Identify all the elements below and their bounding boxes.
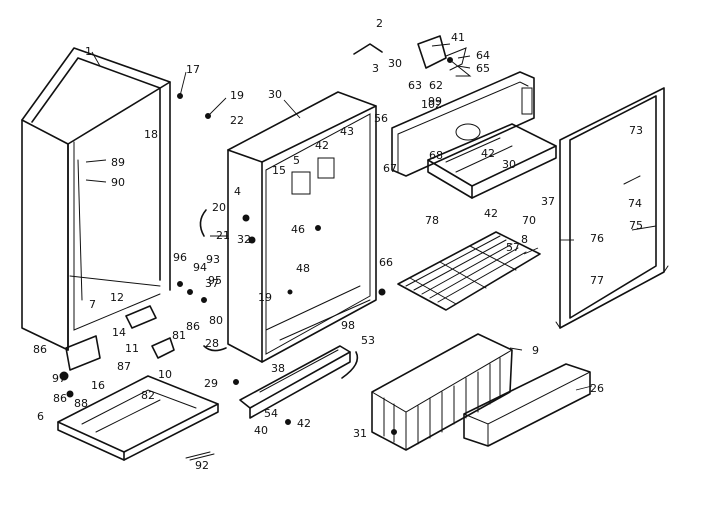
part-callout-75: 75	[629, 219, 643, 232]
top-shelf	[397, 231, 541, 311]
part-callout-65: 65	[476, 62, 490, 75]
fan-assembly	[353, 35, 472, 77]
part-callout-76: 76	[590, 232, 604, 245]
part-callout-43: 43	[340, 125, 354, 138]
part-callout-57: 57	[506, 241, 520, 254]
part-callout-18: 18	[144, 128, 158, 141]
part-callout-1: 1	[85, 45, 92, 58]
part-callout-8: 8	[521, 233, 528, 246]
evaporator-tray	[427, 123, 557, 199]
part-callout-94: 94	[193, 261, 207, 274]
part-callout-2: 2	[376, 17, 383, 30]
back-panel	[391, 71, 535, 177]
part-callout-14: 14	[112, 326, 126, 339]
part-callout-62: 62	[429, 79, 443, 92]
part-callout-89: 89	[111, 156, 125, 169]
part-callout-81: 81	[172, 329, 186, 342]
part-callout-42: 42	[297, 417, 311, 430]
part-callout-32: 32	[237, 233, 251, 246]
part-callout-31: 31	[353, 427, 367, 440]
part-callout-88: 88	[74, 397, 88, 410]
part-callout-77: 77	[590, 274, 604, 287]
part-callout-68: 68	[429, 149, 443, 162]
part-callout-102: 102	[421, 98, 442, 111]
part-callout-3: 3	[372, 62, 379, 75]
part-callout-7: 7	[89, 298, 96, 311]
part-callout-38: 38	[271, 362, 285, 375]
part-callout-22: 22	[230, 114, 244, 127]
part-callout-99: 99	[428, 95, 442, 108]
leader-lines	[85, 43, 657, 391]
part-callout-11: 11	[125, 342, 139, 355]
part-callout-70: 70	[522, 214, 536, 227]
part-callout-86: 86	[53, 392, 67, 405]
hinge-rail	[233, 345, 397, 435]
part-callout-17: 17	[186, 63, 200, 76]
part-callout-30: 30	[268, 88, 282, 101]
part-callout-40: 40	[254, 424, 268, 437]
part-callout-86: 86	[186, 320, 200, 333]
part-callout-56: 56	[374, 112, 388, 125]
part-callout-42: 42	[484, 207, 498, 220]
part-callout-42: 42	[481, 147, 495, 160]
part-callout-53: 53	[361, 334, 375, 347]
part-callout-19: 19	[258, 291, 272, 304]
part-callout-37: 37	[541, 195, 555, 208]
part-callout-73: 73	[629, 124, 643, 137]
part-callout-30: 30	[502, 158, 516, 171]
part-callout-26: 26	[590, 382, 604, 395]
part-callout-20: 20	[212, 201, 226, 214]
part-callout-37: 37	[205, 277, 219, 290]
part-callout-87: 87	[117, 360, 131, 373]
part-callout-64: 64	[476, 49, 490, 62]
part-callout-5: 5	[293, 154, 300, 167]
part-callout-46: 46	[291, 223, 305, 236]
part-callout-80: 80	[209, 314, 223, 327]
part-callout-93: 93	[206, 253, 220, 266]
part-callout-63: 63	[408, 79, 422, 92]
part-callout-82: 82	[141, 389, 155, 402]
part-callout-4: 4	[234, 185, 241, 198]
part-callout-15: 15	[272, 164, 286, 177]
part-callout-78: 78	[425, 214, 439, 227]
part-callout-21: 21	[216, 229, 230, 242]
part-callout-98: 98	[341, 319, 355, 332]
part-callout-67: 67	[383, 162, 397, 175]
outer-cabinet-shell	[21, 47, 171, 351]
part-callout-95: 95	[208, 274, 222, 287]
part-callout-16: 16	[91, 379, 105, 392]
drain-pan	[57, 375, 219, 461]
part-callout-90: 90	[111, 176, 125, 189]
part-callout-74: 74	[628, 197, 642, 210]
part-callout-96: 96	[173, 251, 187, 264]
part-callout-30: 30	[388, 57, 402, 70]
part-callout-48: 48	[296, 262, 310, 275]
part-callout-54: 54	[264, 407, 278, 420]
part-callout-92: 92	[195, 459, 209, 472]
part-callout-66: 66	[379, 256, 393, 269]
part-callout-6: 6	[37, 410, 44, 423]
machine-components	[59, 93, 227, 461]
part-callout-42: 42	[315, 139, 329, 152]
part-callout-41: 41	[451, 31, 465, 44]
part-callout-29: 29	[204, 377, 218, 390]
part-callout-12: 12	[110, 291, 124, 304]
part-callout-19: 19	[230, 89, 244, 102]
kick-plate	[463, 363, 591, 447]
part-callout-97: 97	[52, 372, 66, 385]
part-callout-28: 28	[205, 337, 219, 350]
part-callout-86: 86	[33, 343, 47, 356]
part-callout-10: 10	[158, 368, 172, 381]
inner-liner	[227, 91, 386, 363]
door-gasket	[555, 87, 669, 329]
part-callout-9: 9	[532, 344, 539, 357]
